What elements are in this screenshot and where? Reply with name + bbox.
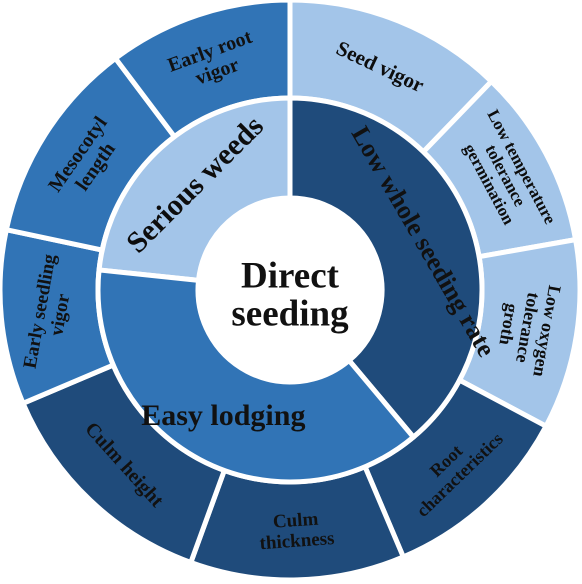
culm-thickness-label: Culmthickness	[257, 508, 335, 555]
serious-weeds-segment	[96, 95, 293, 283]
center-label-line-1: Direct	[241, 256, 340, 297]
culm-thickness-label-line: thickness	[259, 528, 335, 554]
center-hub: Direct seeding	[198, 198, 382, 382]
center-label-line-2: seeding	[231, 294, 349, 335]
center-circle	[198, 198, 382, 382]
easy-lodging-label: Easy lodging	[141, 399, 305, 432]
culm-thickness-label-line: Culm	[272, 509, 319, 533]
easy-lodging-label-line: Easy lodging	[141, 399, 305, 432]
